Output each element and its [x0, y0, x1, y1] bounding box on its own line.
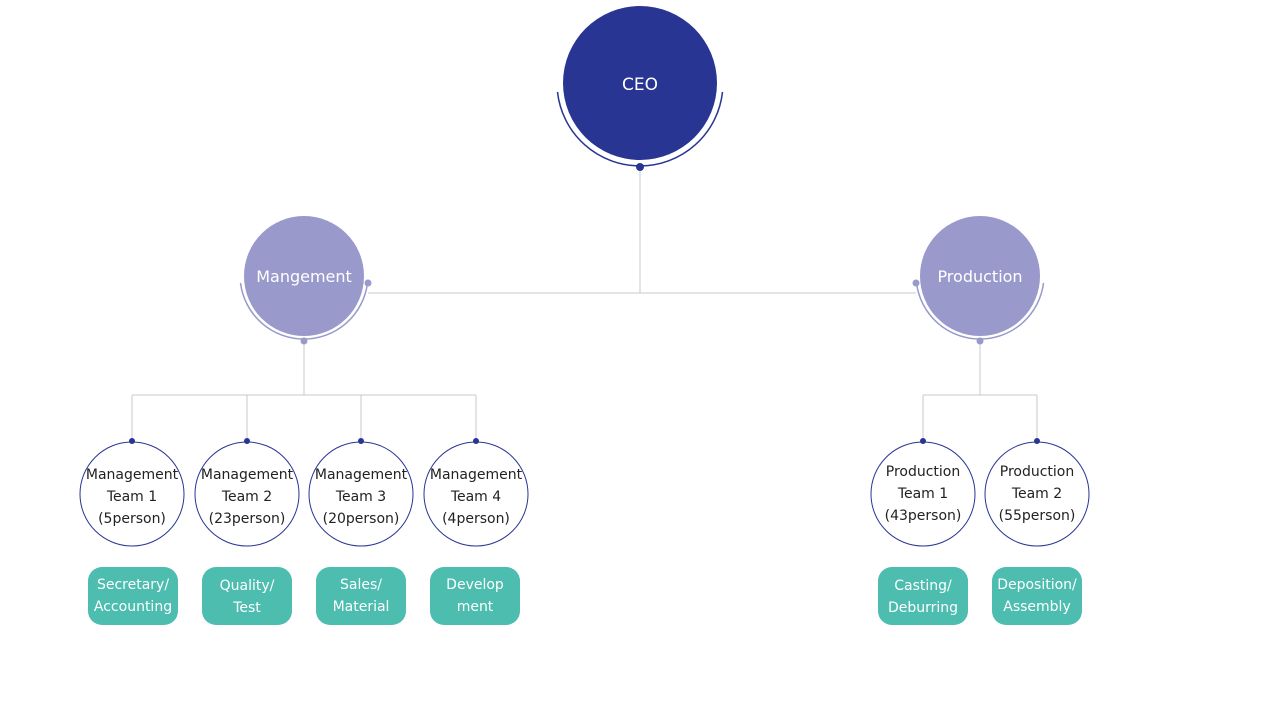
team-name-line-1: Production — [886, 464, 960, 480]
team-tag: Secretary/ Accounting — [88, 567, 178, 625]
team-tag-line-1: Quality/ — [220, 578, 275, 594]
management-circle — [244, 216, 364, 336]
team-name-line-2: Team 3 — [335, 489, 386, 505]
team-tag-line-2: Material — [333, 599, 390, 615]
management-right-dot — [364, 279, 372, 287]
team-connector-dot — [244, 438, 250, 444]
team-node: Production Team 2 (55person) — [984, 438, 1090, 547]
team-headcount: (55person) — [999, 508, 1076, 524]
team-tag-line-1: Deposition/ — [997, 577, 1077, 593]
team-node: Management Team 1 (5person) — [79, 438, 185, 547]
team-headcount: (23person) — [209, 511, 286, 527]
team-tag-line-1: Sales/ — [340, 577, 382, 593]
production-circle — [920, 216, 1040, 336]
team-tag: Quality/ Test — [202, 567, 292, 625]
management-division-node: Mangement — [239, 216, 372, 345]
team-tag: Casting/ Deburring — [878, 567, 968, 625]
team-tag-box — [88, 567, 178, 625]
ceo-connector-dot — [636, 163, 644, 171]
team-name-line-2: Team 1 — [106, 489, 157, 505]
management-teams: Management Team 1 (5person) Secretary/ A… — [79, 438, 529, 625]
production-left-dot — [912, 279, 920, 287]
team-tag-box — [430, 567, 520, 625]
team-name-line-2: Team 1 — [897, 486, 948, 502]
team-headcount: (20person) — [323, 511, 400, 527]
team-tag-box — [878, 567, 968, 625]
team-tag-box — [316, 567, 406, 625]
team-name-line-2: Team 2 — [1011, 486, 1062, 502]
team-tag-line-1: Casting/ — [894, 578, 952, 594]
connector-lines — [131, 167, 1038, 440]
team-headcount: (43person) — [885, 508, 962, 524]
team-tag-line-2: Accounting — [94, 599, 172, 615]
team-connector-dot — [129, 438, 135, 444]
team-tag: Deposition/ Assembly — [992, 567, 1082, 625]
team-tag-line-1: Develop — [446, 577, 504, 593]
team-name-line-1: Management — [201, 467, 294, 483]
team-name-line-2: Team 2 — [221, 489, 272, 505]
team-tag-line-2: Assembly — [1003, 599, 1070, 615]
ceo-circle — [563, 6, 717, 160]
management-bottom-dot — [300, 337, 308, 345]
team-name-line-1: Production — [1000, 464, 1074, 480]
production-bottom-dot — [976, 337, 984, 345]
team-name-line-1: Management — [86, 467, 179, 483]
production-teams: Production Team 1 (43person) Casting/ De… — [870, 438, 1090, 625]
team-tag-line-2: ment — [457, 599, 494, 615]
team-tag-line-2: Deburring — [888, 600, 958, 616]
team-tag: Develop ment — [430, 567, 520, 625]
management-label: Mangement — [256, 267, 352, 286]
team-name-line-1: Management — [315, 467, 408, 483]
team-name-line-1: Management — [430, 467, 523, 483]
team-connector-dot — [473, 438, 479, 444]
ceo-label: CEO — [622, 75, 658, 95]
team-node: Production Team 1 (43person) — [870, 438, 976, 547]
team-headcount: (5person) — [98, 511, 166, 527]
team-connector-dot — [1034, 438, 1040, 444]
team-tag: Sales/ Material — [316, 567, 406, 625]
production-division-node: Production — [912, 216, 1045, 345]
team-connector-dot — [920, 438, 926, 444]
team-node: Management Team 4 (4person) — [423, 438, 529, 547]
team-tag-line-2: Test — [232, 600, 261, 616]
team-node: Management Team 3 (20person) — [308, 438, 414, 547]
team-connector-dot — [358, 438, 364, 444]
team-node: Management Team 2 (23person) — [194, 438, 300, 547]
team-name-line-2: Team 4 — [450, 489, 501, 505]
team-tag-line-1: Secretary/ — [97, 577, 169, 593]
production-label: Production — [937, 267, 1022, 286]
team-tag-box — [992, 567, 1082, 625]
team-headcount: (4person) — [442, 511, 510, 527]
ceo-node: CEO — [556, 6, 724, 171]
team-tag-box — [202, 567, 292, 625]
